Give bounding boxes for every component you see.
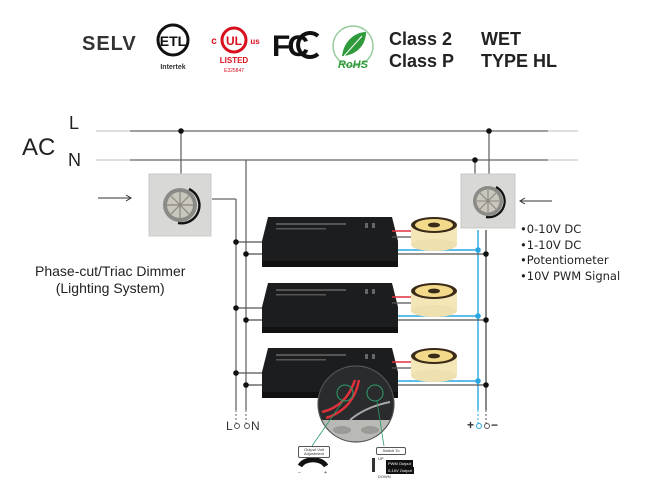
led-strip-reel-base [411,370,457,382]
fcc-icon: FC [272,30,320,63]
junction-dot [233,370,239,376]
ul-c-text: c [211,36,217,47]
volt-adjust-line2: Adjustment [303,451,324,456]
etl-sub-text: Intertek [160,64,185,71]
driver-terminal [365,289,368,294]
selv-label: SELV [82,33,137,55]
type-hl-label: TYPE HL [481,51,558,71]
junction-dot [243,382,249,388]
phase-dimmer-caption: Phase-cut/Triac Dimmer (Lighting System) [35,263,185,297]
fcc-logo: FC [272,28,322,63]
driver-terminal [372,354,375,359]
volt-knob-icon[interactable] [297,457,329,468]
knob-max-label: + [324,470,327,476]
volt-adjust-callout: Output Volt Adjustment [298,446,330,458]
ul-listed-text: LISTED [220,56,249,65]
junction-dot [243,317,249,323]
junction-dot [243,251,249,257]
signal-option: •0-10V DC [520,222,582,236]
driver-base [262,261,398,267]
class-2-label: Class 2 [389,29,453,49]
signal-option: •10V PWM Signal [520,268,621,283]
driver-label-text [276,223,346,225]
led-strip-reel-hub [428,288,440,294]
signal-dimmer-panel[interactable] [460,173,516,229]
led-strip-reel-hub [428,222,440,228]
ul-mark-text: UL [226,34,242,48]
rating-column: WET TYPE HL [481,28,557,72]
etl-logo: ETL Intertek [155,22,191,74]
class-p-label: Class P [389,51,455,71]
knob-min-label: − [298,470,301,476]
junction-dot [233,239,239,245]
analog-output-tag: 0-10V Output [386,467,414,474]
junction-dot [233,305,239,311]
led-strip-reel-hub [428,353,440,359]
driver-base [262,327,398,333]
terminal-minus-icon [484,423,490,429]
phase-dimmer-panel[interactable] [148,173,212,237]
terminal-n-icon [244,423,250,429]
terminal-plus-icon [476,423,482,429]
phase-dimmer-caption-line1: Phase-cut/Triac Dimmer [35,263,186,279]
line-label: L [69,113,80,133]
input-arrow-left [98,194,132,202]
volt-adjust-line1: Output Volt [304,447,324,452]
rohs-text: RoHS [338,59,369,71]
junction-dot [178,128,184,134]
class-column: Class 2 Class P [389,28,454,72]
switch-to-callout: Switch To [376,447,406,455]
junction-dot [475,247,481,253]
led-strip-reel-base [411,239,457,251]
junction-dot [475,378,481,384]
driver-terminal [372,289,375,294]
etl-mark-text: ETL [160,33,187,49]
ac-label: AC [22,134,56,161]
terminal-plus-label: + [467,418,475,432]
input-arrow-right [519,197,552,205]
signal-option: •1-10V DC [520,237,582,252]
junction-dot [483,251,489,257]
neutral-label: N [68,150,81,170]
signal-option: •Potentiometer [520,253,609,267]
wet-label: WET [481,29,521,49]
junction-dot [486,128,492,134]
ul-file-text: E325847 [224,68,244,74]
led-strip-reel-base [411,305,457,317]
ul-logo: c UL us LISTED E325847 [208,22,264,78]
terminal-l-icon [234,423,240,429]
switch-up-label: UP [378,456,384,461]
ac-bus [96,130,578,161]
rohs-icon: RoHS [332,25,374,71]
phase-dimmer-caption-line2: (Lighting System) [55,280,165,296]
driver-label-text [276,228,326,230]
signal-options-list: •0-10V DC •1-10V DC •Potentiometer •10V … [520,222,620,284]
rohs-logo: RoHS [330,22,376,74]
terminal-minus-label: − [491,418,499,432]
driver-terminal [365,223,368,228]
etl-icon: ETL Intertek [156,23,190,71]
junction-dot [472,157,478,163]
driver-label-text [276,354,346,356]
driver-label-text [276,289,346,291]
switch-icon[interactable] [372,458,375,472]
pwm-output-tag: PWM Output [386,460,413,467]
driver-terminal [372,223,375,228]
terminal-n-label: N [251,419,260,433]
driver-terminal [365,354,368,359]
terminal-l-label: L [226,419,233,433]
switch-down-label: DOWN [378,474,391,479]
junction-dot [475,313,481,319]
ul-us-text: us [250,37,260,46]
ul-icon: c UL us LISTED E325847 [211,26,260,74]
junction-dot [483,382,489,388]
driver-label-text [276,359,326,361]
junction-dot [483,317,489,323]
driver-label-text [276,294,326,296]
